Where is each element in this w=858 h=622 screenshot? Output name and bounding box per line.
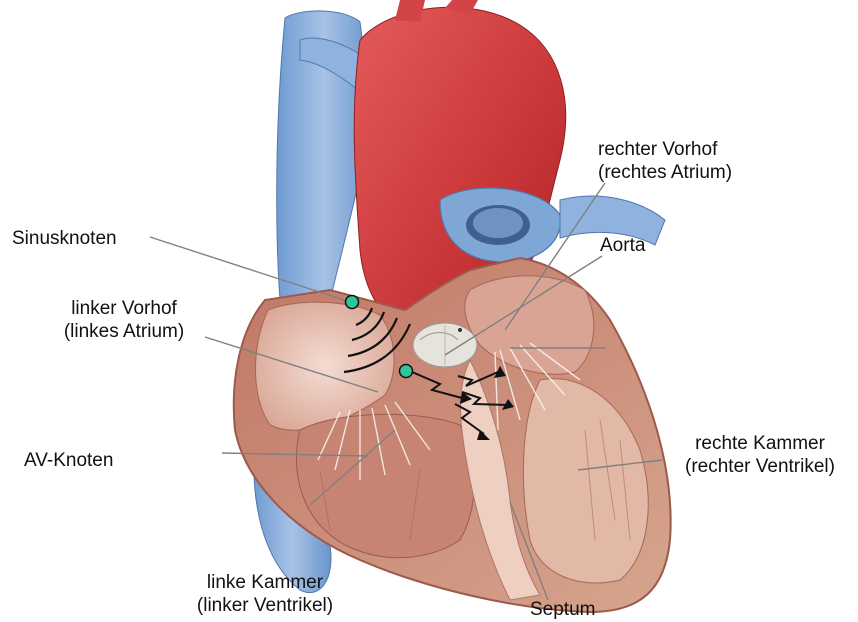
label-right-ventricle-line1: rechte Kammer [665, 432, 855, 455]
label-av-node: AV-Knoten [24, 449, 113, 472]
label-septum: Septum [530, 598, 595, 621]
label-left-atrium: linker Vorhof (linkes Atrium) [44, 297, 204, 343]
aortic-valve [413, 323, 477, 367]
label-left-ventricle-line1: linke Kammer [175, 571, 355, 594]
label-right-atrium-line1: rechter Vorhof [598, 138, 732, 161]
label-left-ventricle-line2: (linker Ventrikel) [175, 594, 355, 617]
label-left-atrium-line2: (linkes Atrium) [44, 320, 204, 343]
label-sinus-node: Sinusknoten [12, 227, 117, 250]
label-aorta: Aorta [600, 234, 645, 257]
label-left-atrium-line1: linker Vorhof [44, 297, 204, 320]
vessel-lumen [473, 208, 523, 238]
label-right-atrium: rechter Vorhof (rechtes Atrium) [598, 138, 732, 184]
label-left-ventricle: linke Kammer (linker Ventrikel) [175, 571, 355, 617]
label-right-atrium-line2: (rechtes Atrium) [598, 161, 732, 184]
label-right-ventricle: rechte Kammer (rechter Ventrikel) [665, 432, 855, 478]
av-node-marker [400, 365, 413, 378]
label-right-ventricle-line2: (rechter Ventrikel) [665, 455, 855, 478]
aortic-branch [395, 0, 425, 22]
sinus-node-marker [346, 296, 359, 309]
